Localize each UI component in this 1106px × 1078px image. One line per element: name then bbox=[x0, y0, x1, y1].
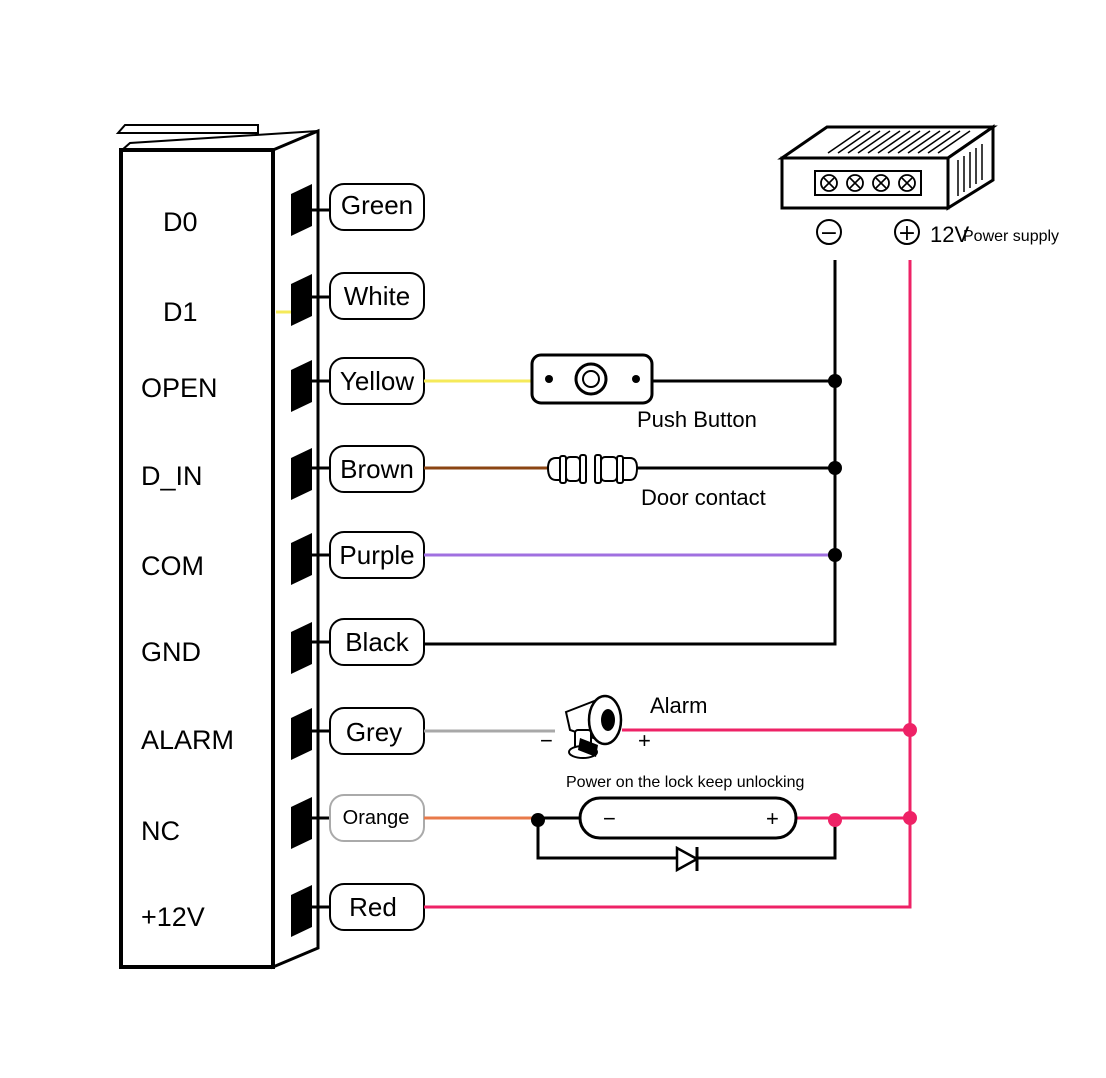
wire-label-purple: Purple bbox=[329, 531, 425, 579]
terminal-label-com: COM bbox=[141, 551, 204, 581]
push-button-icon bbox=[530, 353, 654, 405]
wire-label-yellow: Yellow bbox=[329, 357, 425, 405]
svg-text:Black: Black bbox=[345, 627, 410, 657]
terminal-label-nc: NC bbox=[141, 816, 180, 846]
svg-text:Orange: Orange bbox=[343, 807, 410, 829]
svg-text:Yellow: Yellow bbox=[340, 366, 414, 396]
push-button-label: Push Button bbox=[637, 407, 757, 432]
power-supply-label: Power supply bbox=[963, 228, 1059, 245]
alarm-minus-sign: − bbox=[540, 728, 553, 753]
alarm-label: Alarm bbox=[650, 693, 707, 718]
junction-dots bbox=[531, 374, 917, 827]
power-supply bbox=[777, 124, 998, 211]
svg-text:Red: Red bbox=[349, 892, 397, 922]
terminal-label-alarm: ALARM bbox=[141, 725, 234, 755]
wire-label-white: White bbox=[329, 272, 425, 320]
terminal-label-d-in: D_IN bbox=[141, 461, 203, 491]
svg-text:Grey: Grey bbox=[346, 717, 402, 747]
wire-label-grey: Grey bbox=[329, 707, 425, 755]
power-supply-voltage: 12V bbox=[930, 222, 969, 247]
wire-label-brown: Brown bbox=[329, 445, 425, 493]
svg-text:White: White bbox=[344, 281, 410, 311]
svg-text:+: + bbox=[898, 221, 916, 246]
terminal-label-d0: D0 bbox=[163, 207, 198, 237]
alarm-siren-icon bbox=[564, 694, 623, 759]
power-plus-symbol: + bbox=[894, 219, 920, 246]
terminal-label-open: OPEN bbox=[141, 373, 218, 403]
svg-text:−: − bbox=[820, 221, 838, 246]
lock-plus-sign: + bbox=[766, 806, 779, 831]
lock-note: Power on the lock keep unlocking bbox=[566, 774, 804, 791]
wire-label-black: Black bbox=[329, 618, 425, 666]
wire-label-orange: Orange bbox=[329, 794, 425, 842]
connector-blocks bbox=[291, 184, 330, 937]
door-contact-icon bbox=[546, 454, 639, 484]
power-minus-symbol: − bbox=[816, 219, 842, 246]
terminal-label-d1: D1 bbox=[163, 297, 198, 327]
alarm-plus-sign: + bbox=[638, 728, 651, 753]
black-wire bbox=[424, 260, 837, 646]
red-wire bbox=[424, 260, 912, 909]
svg-text:Purple: Purple bbox=[339, 540, 414, 570]
lock-minus-sign: − bbox=[603, 806, 616, 831]
wire-label-green: Green bbox=[329, 183, 425, 231]
wire-label-red: Red bbox=[329, 883, 425, 931]
svg-text:Brown: Brown bbox=[340, 454, 414, 484]
terminal-label-gnd: GND bbox=[141, 637, 201, 667]
terminal-label-12v: +12V bbox=[141, 902, 205, 932]
diode-icon bbox=[675, 845, 700, 873]
door-contact-label: Door contact bbox=[641, 485, 766, 510]
electric-lock-icon bbox=[578, 796, 798, 840]
svg-text:Green: Green bbox=[341, 190, 413, 220]
